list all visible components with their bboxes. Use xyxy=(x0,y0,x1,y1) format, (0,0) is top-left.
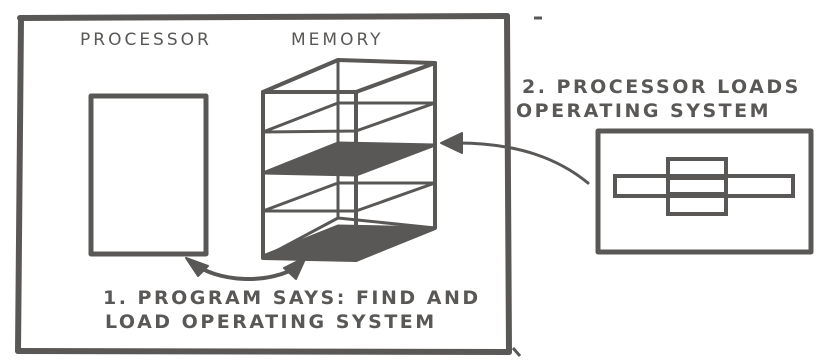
program-exchange-arrow xyxy=(190,260,302,281)
step1-line2: LOAD OPERATING SYSTEM xyxy=(105,311,437,333)
step2-line2: OPERATING SYSTEM xyxy=(516,100,771,122)
processor-box xyxy=(88,93,209,257)
load-arrow xyxy=(455,141,590,185)
diskette-slot-edge xyxy=(668,176,726,196)
diskette-inner xyxy=(670,178,724,194)
memory-shelf-shaded xyxy=(261,141,437,177)
arrowhead-right xyxy=(283,256,307,280)
step2-line1: 2. PROCESSOR LOADS xyxy=(522,76,801,98)
diskette xyxy=(666,157,728,216)
computer-frame xyxy=(15,13,512,355)
memory-shelf-shaded xyxy=(261,224,437,260)
step1-line1: 1. PROGRAM SAYS: FIND AND xyxy=(103,287,481,309)
memory-label: MEMORY xyxy=(291,30,384,50)
sketch-mark xyxy=(511,347,522,357)
load-arrowhead xyxy=(440,132,463,154)
disk-drive-box xyxy=(595,128,814,255)
arrowhead-left xyxy=(185,257,209,277)
memory-stack xyxy=(261,58,437,262)
processor-label: PROCESSOR xyxy=(80,30,212,50)
